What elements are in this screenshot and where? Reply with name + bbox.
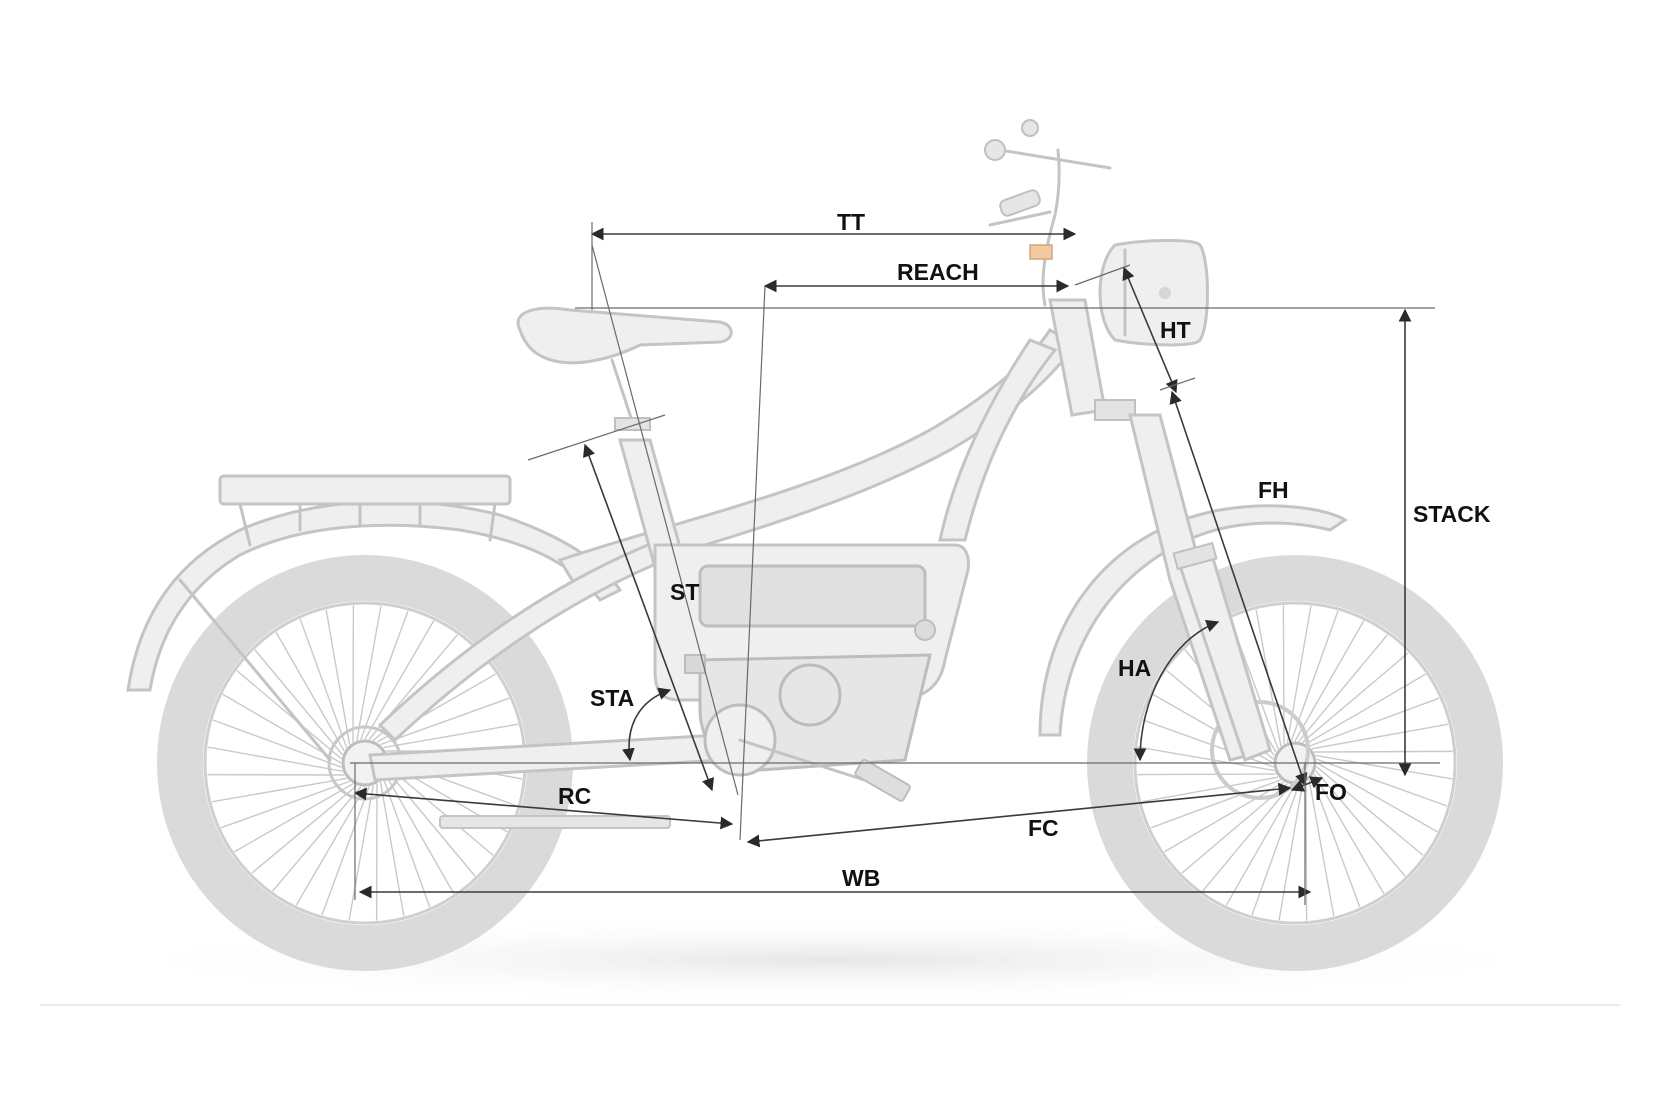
spoke — [1202, 784, 1292, 892]
front-fender — [1038, 504, 1348, 737]
ht-label: HT — [1160, 317, 1191, 343]
stack-label: STACK — [1413, 501, 1491, 527]
fork — [1048, 298, 1272, 762]
fh-dimension — [1169, 390, 1308, 787]
spoke — [1298, 634, 1388, 742]
fo-label: FO — [1315, 779, 1347, 805]
spoke — [1278, 783, 1304, 921]
spoke — [1308, 697, 1440, 747]
frame — [368, 327, 1078, 829]
saddle — [516, 306, 733, 432]
st-dimension — [582, 443, 715, 792]
spoke — [1137, 773, 1276, 776]
ht-dimension — [1122, 266, 1178, 394]
spoke — [299, 618, 348, 748]
spoke — [1315, 770, 1406, 877]
spoke — [295, 786, 366, 906]
wb-label: WB — [842, 865, 880, 891]
spoke — [220, 780, 350, 829]
spoke — [1316, 758, 1448, 807]
spoke — [1308, 779, 1335, 917]
rc-label: RC — [558, 783, 591, 809]
spoke — [325, 609, 351, 745]
spoke — [356, 605, 382, 741]
spoke — [383, 723, 519, 749]
spoke — [1314, 750, 1453, 753]
bike-illustration — [126, 119, 1503, 971]
spoke — [360, 610, 409, 740]
spoke — [1313, 773, 1385, 895]
st-label: ST — [670, 579, 699, 605]
spoke — [275, 631, 345, 752]
spoke — [1311, 723, 1449, 750]
sta-arc — [622, 687, 672, 762]
spoke — [233, 783, 354, 853]
fo-dimension — [1290, 776, 1324, 792]
spoke — [1315, 754, 1453, 780]
fc-dimension — [746, 782, 1292, 848]
spoke — [251, 785, 358, 874]
spoke — [1316, 766, 1424, 856]
spoke — [272, 786, 362, 892]
reach-label: REACH — [897, 259, 979, 285]
fc-label: FC — [1028, 815, 1059, 841]
spoke — [254, 649, 343, 756]
ha-arc — [1133, 620, 1220, 762]
rear-rack — [178, 474, 512, 762]
sta-label: STA — [590, 685, 634, 711]
rc-dimension — [353, 787, 734, 830]
spoke — [211, 777, 347, 803]
dimension-labels: TT REACH HT FH STACK ST HA STA RC FO FC … — [558, 209, 1491, 891]
handlebar — [984, 119, 1112, 307]
spoke — [1316, 762, 1438, 833]
spoke — [1302, 652, 1409, 743]
ha-label: HA — [1118, 655, 1151, 681]
spoke — [364, 620, 435, 740]
spoke — [1311, 776, 1361, 908]
spoke — [212, 719, 342, 768]
spoke — [236, 670, 342, 760]
spoke — [207, 746, 343, 772]
dimension-lines — [350, 222, 1440, 905]
spoke — [1305, 782, 1308, 921]
spoke — [348, 785, 374, 921]
spoke — [380, 697, 510, 746]
fh-label: FH — [1258, 477, 1289, 503]
spoke — [388, 766, 494, 856]
tt-label: TT — [837, 209, 865, 235]
headlight — [1098, 239, 1209, 347]
